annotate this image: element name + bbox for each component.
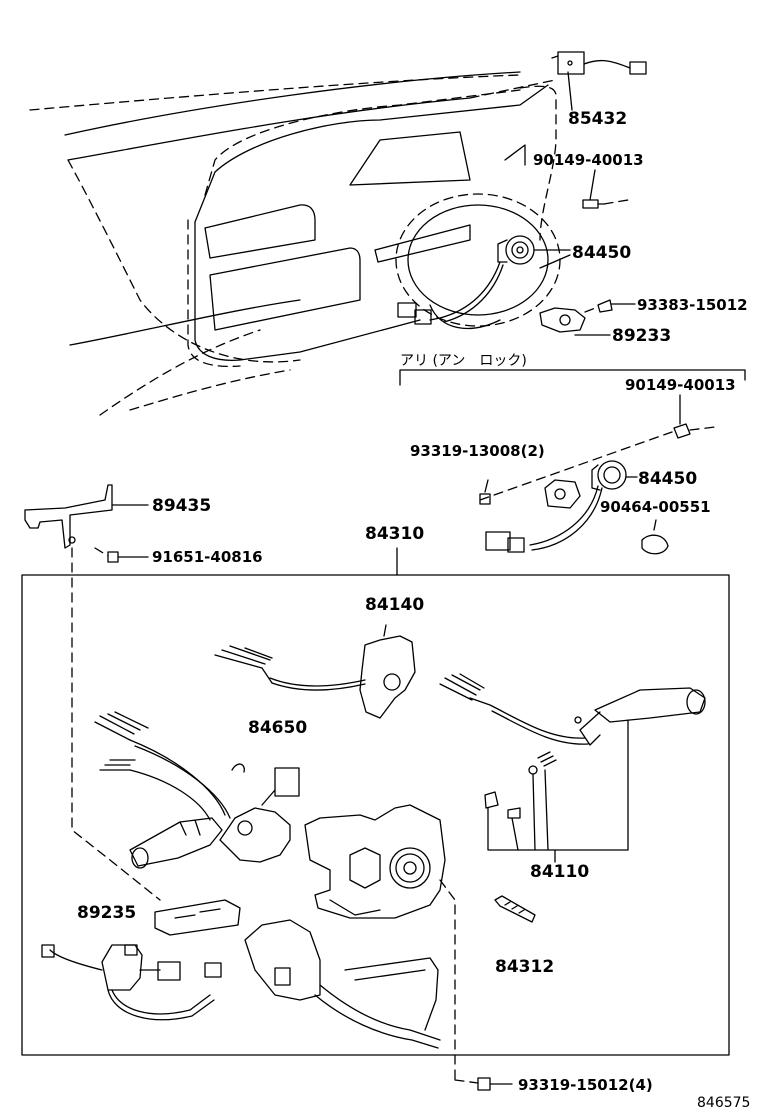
spiral-cable-drawing (244, 919, 441, 1049)
switch-84140-drawing (214, 624, 416, 719)
connector-block-drawing (154, 899, 241, 936)
label-89435: 89435 (152, 496, 211, 516)
combination-switch-box (21, 547, 730, 1056)
label-89235: 89235 (77, 903, 136, 923)
label-91651-40816: 91651-40816 (152, 548, 263, 566)
unlock-variant-drawing (399, 369, 746, 555)
label-93319-13008: 93319-13008(2) (410, 442, 545, 460)
switch-84110-drawing (439, 673, 706, 863)
label-90149-40013-lower: 90149-40013 (625, 376, 736, 394)
pin-84312-drawing (494, 895, 536, 923)
screw-93319-15012-drawing (454, 1077, 513, 1091)
label-84450-upper: 84450 (572, 243, 631, 263)
bracket-89435-drawing (24, 484, 161, 901)
sensor-89235-drawing (41, 944, 222, 1021)
label-84310: 84310 (365, 524, 424, 544)
label-93319-15012: 93319-15012(4) (518, 1076, 653, 1094)
figure-number: 846575 (697, 1095, 750, 1111)
label-84450-lower: 84450 (638, 469, 697, 489)
label-84110: 84110 (530, 862, 589, 882)
label-93383-15012: 93383-15012 (637, 296, 748, 314)
label-84312: 84312 (495, 957, 554, 977)
switch-body-drawing (304, 804, 456, 1081)
label-unlock-note: アリ (アン ロック) (400, 353, 527, 369)
label-90149-40013-upper: 90149-40013 (533, 151, 644, 169)
label-85432: 85432 (568, 109, 627, 129)
switch-84650-drawing (94, 711, 300, 869)
label-84140: 84140 (365, 595, 424, 615)
label-84650: 84650 (248, 718, 307, 738)
label-90464-00551: 90464-00551 (600, 498, 711, 516)
label-89233: 89233 (612, 326, 671, 346)
instrument-panel-drawing (29, 51, 647, 416)
